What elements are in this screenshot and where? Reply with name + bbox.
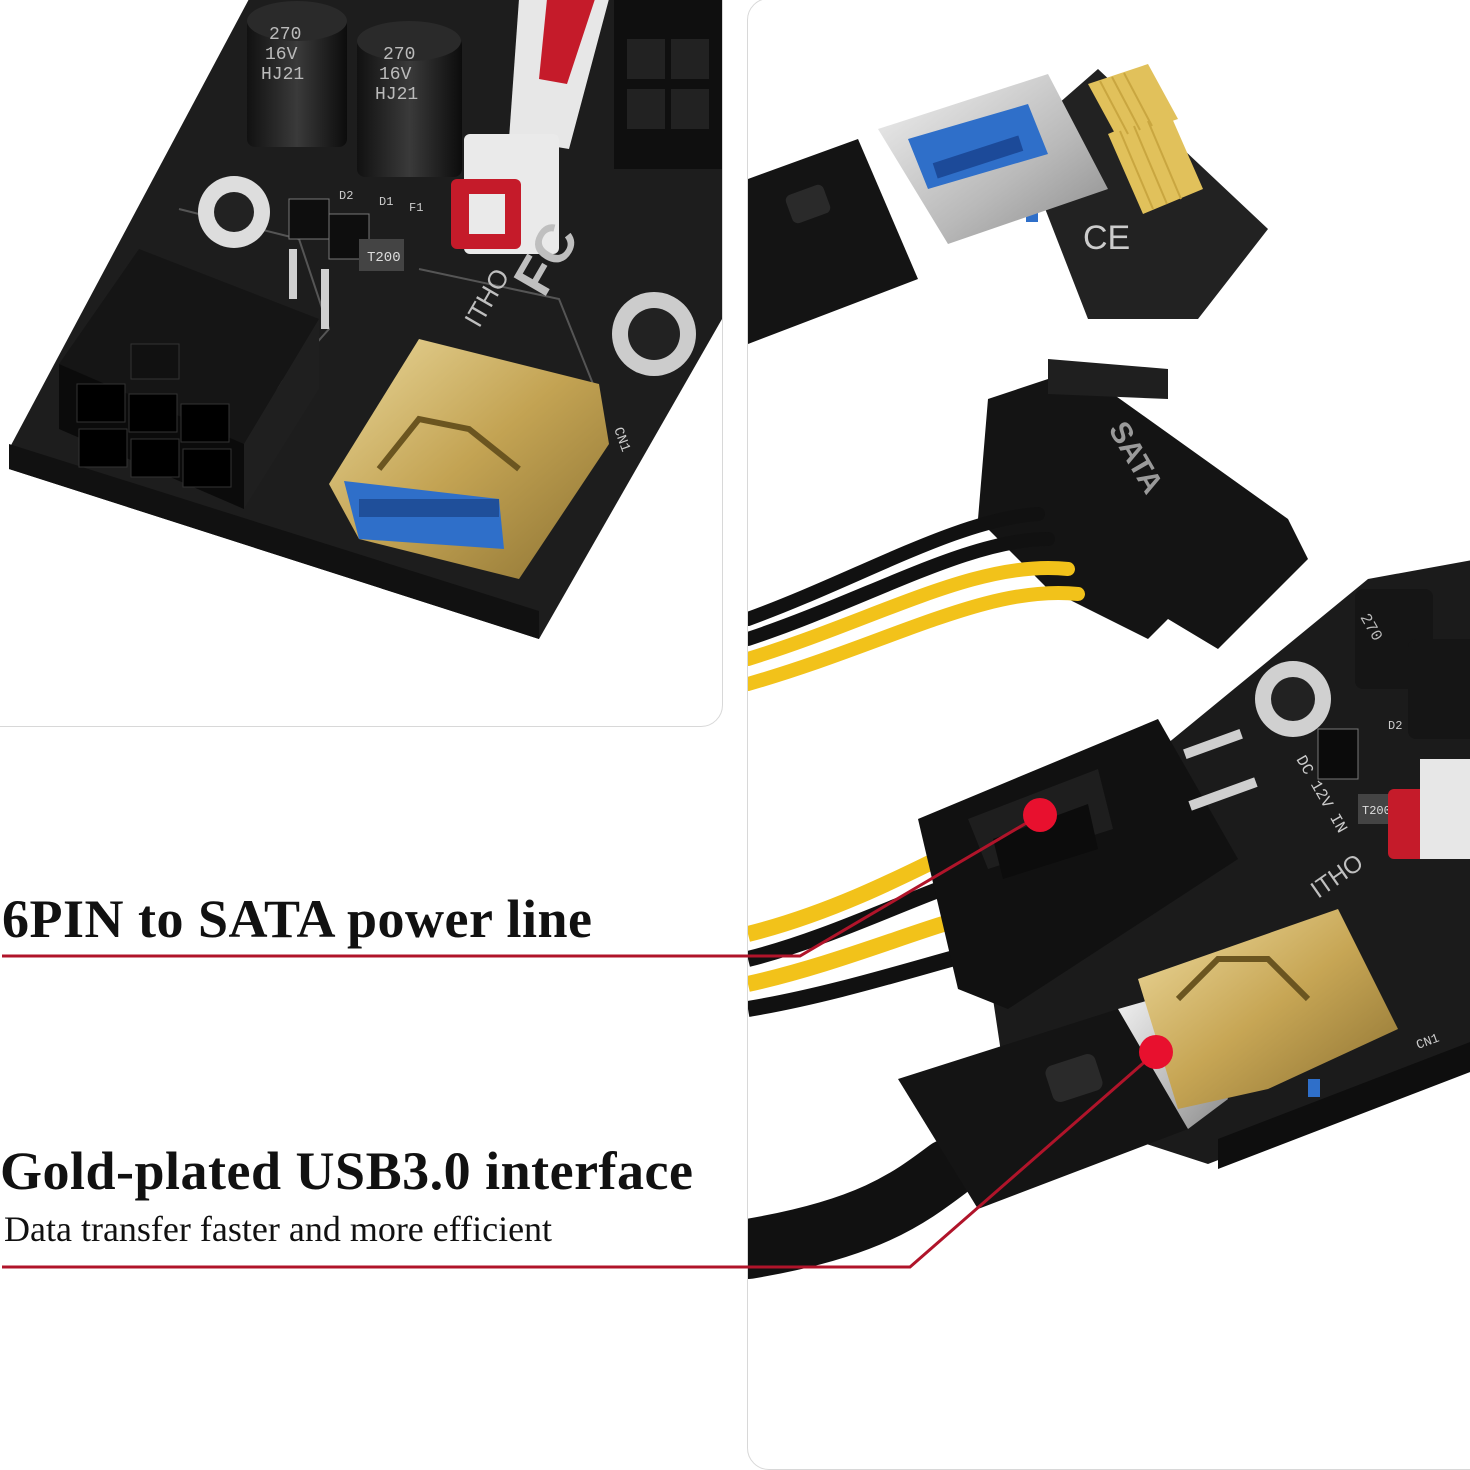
sata-wires	[748, 507, 1085, 691]
svg-text:HJ21: HJ21	[261, 65, 304, 85]
riser-closeup-drawing: 270 16V HJ21 270 16V HJ21 T200 D2 D1 F1	[9, 0, 722, 639]
six-pin-connector	[59, 249, 319, 509]
svg-text:D1: D1	[379, 195, 393, 209]
callout-subtitle-usb: Data transfer faster and more efficient	[4, 1209, 553, 1249]
capacitor-1: 270 16V HJ21	[247, 1, 347, 147]
sata-connector: SATA	[978, 359, 1308, 649]
svg-text:270: 270	[269, 25, 301, 45]
svg-text:16V: 16V	[265, 45, 298, 65]
callout-title-power-line: 6PIN to SATA power line	[2, 889, 593, 949]
riser-cables-drawing: CE SATA 2	[748, 64, 1470, 1279]
usb-cable-top	[748, 139, 918, 344]
fuse-chip	[359, 239, 404, 271]
photo-riser-closeup: 270 16V HJ21 270 16V HJ21 T200 D2 D1 F1	[0, 0, 723, 727]
power-connector-top	[614, 0, 722, 169]
ce-mark: CE	[1083, 219, 1130, 257]
photo-riser-with-cables: CE SATA 2	[747, 0, 1470, 1470]
svg-text:T200: T200	[1362, 804, 1391, 818]
svg-text:HJ21: HJ21	[375, 85, 418, 105]
gold-usb-port: CN1	[329, 339, 633, 579]
svg-text:16V: 16V	[379, 65, 412, 85]
pcie-slot	[451, 0, 609, 254]
pcb-edge	[9, 444, 539, 639]
capacitor-2: 270 16V HJ21	[357, 21, 462, 177]
svg-text:270: 270	[383, 45, 415, 65]
callout-title-usb: Gold-plated USB3.0 interface	[0, 1141, 694, 1201]
pcie-x1-adapter: CE	[1018, 64, 1268, 319]
usb-silver-connector-top	[878, 74, 1108, 244]
svg-text:D2: D2	[1388, 719, 1402, 733]
svg-text:F1: F1	[409, 201, 423, 215]
svg-text:D2: D2	[339, 189, 353, 203]
svg-text:T200: T200	[367, 250, 401, 266]
